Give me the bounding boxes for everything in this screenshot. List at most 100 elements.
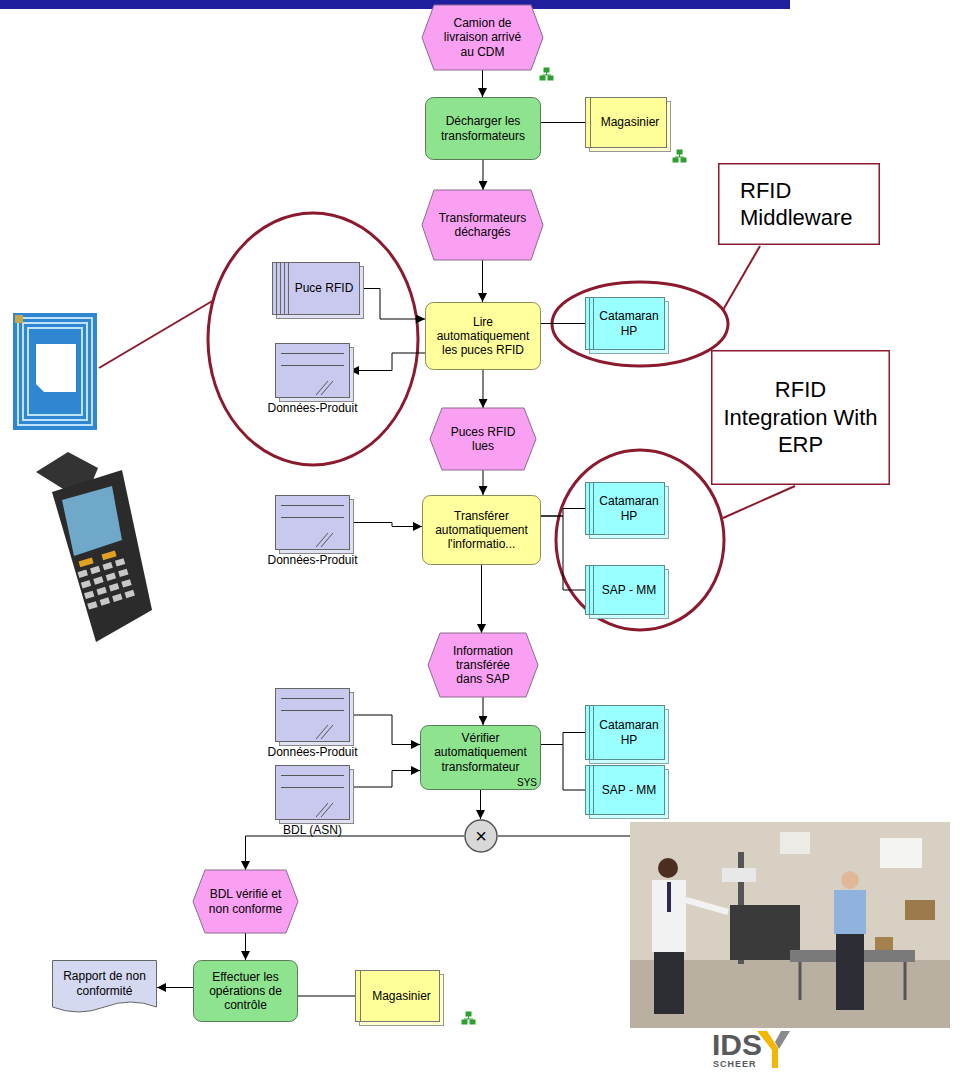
system-box-outline-part bbox=[589, 766, 590, 815]
connector bbox=[541, 509, 585, 517]
connector bbox=[350, 523, 422, 527]
demo-photo-part bbox=[686, 900, 728, 912]
chip-data-box-outline-part bbox=[280, 263, 281, 315]
company-logo-mark-part bbox=[775, 1031, 790, 1049]
connector bbox=[541, 733, 585, 745]
demo-photo-part bbox=[904, 962, 907, 1000]
function-box-outline-part bbox=[421, 726, 541, 790]
org-icons-part-part bbox=[542, 75, 551, 76]
role-box: Magasinier bbox=[355, 970, 440, 1022]
data-box-outline bbox=[275, 688, 350, 742]
node-label: RFID Integration With ERP bbox=[721, 376, 880, 459]
connector bbox=[246, 836, 465, 870]
node-label: SAP - MM bbox=[597, 783, 661, 797]
highlight-ellipses bbox=[208, 213, 728, 630]
node-label: Catamaran HP bbox=[597, 309, 661, 337]
rfid-scanner-image-part bbox=[75, 549, 135, 610]
data-box-outline bbox=[275, 343, 350, 398]
rfid-scanner-image-part bbox=[52, 470, 152, 642]
xor-branch-line-part bbox=[498, 836, 630, 837]
system-box-outline-part bbox=[589, 706, 590, 760]
event-hexagon-outline-part bbox=[430, 408, 536, 470]
node-label: Camion de livraison arrivé au CDM bbox=[436, 16, 529, 58]
org-icons-part-part bbox=[677, 150, 682, 154]
node-label: Rapport de non conformité bbox=[56, 969, 153, 997]
org-icons-part bbox=[462, 1012, 475, 1024]
role-box-outline-part bbox=[360, 971, 361, 1022]
event-hexagon: Puces RFID lues bbox=[430, 408, 536, 470]
system-box-outline-part bbox=[586, 483, 665, 535]
data-box-outline-part bbox=[276, 496, 350, 550]
rfid-scanner-image-part-part bbox=[84, 591, 94, 599]
node-label: Puce RFID bbox=[292, 281, 356, 295]
org-icons-part-part bbox=[544, 68, 549, 72]
connector bbox=[541, 122, 585, 123]
org-icons-part-part bbox=[673, 158, 678, 162]
data-box-outline-part bbox=[281, 365, 344, 366]
rfid-scanner-image-part-part bbox=[96, 587, 106, 595]
demo-photo-part bbox=[654, 952, 684, 1014]
data-box-outline-part bbox=[281, 775, 344, 776]
connector bbox=[350, 771, 420, 788]
rfid-scanner-image-part-part bbox=[112, 594, 122, 602]
data-box-outline-part bbox=[321, 381, 333, 395]
rfid-chip-image-part bbox=[15, 315, 23, 323]
function-box: Vérifier automatiquement transformateurS… bbox=[420, 725, 541, 790]
role-box: Magasinier bbox=[585, 97, 667, 148]
chip-data-box-outline-part bbox=[284, 263, 285, 315]
demo-photo-part bbox=[658, 858, 678, 878]
event-hexagon: Camion de livraison arrivé au CDM bbox=[422, 5, 543, 70]
org-icons-part-part bbox=[466, 1012, 471, 1016]
event-hexagon-outline-part bbox=[422, 190, 543, 260]
highlight-ellipses-part bbox=[556, 450, 724, 630]
logo-subtext: SCHEER bbox=[713, 1059, 757, 1069]
chip-data-box-outline-part bbox=[273, 263, 360, 315]
org-icons-part bbox=[540, 68, 553, 80]
node-label: Catamaran HP bbox=[597, 718, 661, 746]
org-icons-part-part bbox=[470, 1020, 475, 1024]
rfid-scanner-image-part-part bbox=[125, 590, 135, 598]
connector bbox=[482, 70, 483, 97]
node-label: Vérifier automatiquement transformateur bbox=[426, 731, 535, 773]
role-box-outline-part bbox=[356, 971, 440, 1022]
function-box: Effectuer les opérations de contrôle bbox=[193, 960, 298, 1022]
demo-photo-part bbox=[780, 832, 810, 854]
system-box-outline-part bbox=[589, 483, 590, 535]
node-label: Lire automatiquement les puces RFID bbox=[431, 315, 535, 357]
connector bbox=[483, 160, 484, 190]
org-icons-part-part bbox=[681, 158, 686, 162]
chip-data-box: Puce RFID bbox=[272, 262, 360, 315]
rfid-scanner-image-part-part bbox=[100, 597, 110, 605]
function-box-outline-part bbox=[423, 496, 541, 565]
connector bbox=[481, 565, 482, 633]
connector bbox=[483, 697, 484, 725]
demo-photo bbox=[630, 822, 950, 1028]
connector bbox=[360, 289, 425, 320]
node-label: BDL vérifié et non conforme bbox=[207, 887, 284, 915]
chip-data-box-outline-part bbox=[288, 263, 289, 315]
demo-photo-part bbox=[667, 882, 671, 912]
connector bbox=[350, 353, 425, 371]
rfid-chip-image bbox=[13, 313, 97, 430]
node-label: Effectuer les opérations de contrôle bbox=[199, 970, 292, 1012]
rfid-scanner-image-part-part bbox=[121, 579, 131, 587]
org-icons-part-part bbox=[548, 76, 553, 80]
demo-photo-part bbox=[875, 937, 893, 950]
connector bbox=[541, 745, 585, 791]
system-box-outline-part bbox=[593, 766, 594, 815]
data-box-outline-part bbox=[281, 710, 344, 711]
demo-photo-part bbox=[880, 838, 922, 868]
rfid-scanner-image-part-part bbox=[87, 601, 97, 609]
data-box-outline-part bbox=[316, 725, 328, 739]
event-hexagon-outline-part bbox=[193, 870, 298, 933]
rfid-chip-image-part bbox=[23, 323, 87, 420]
connector bbox=[541, 323, 585, 324]
demo-photo-part bbox=[630, 822, 950, 1028]
rfid-scanner-image-part-part bbox=[115, 558, 125, 566]
data-box-outline-part bbox=[281, 787, 344, 788]
data-box-outline-part bbox=[276, 689, 350, 742]
data-box-outline-part bbox=[281, 353, 344, 354]
demo-photo-part bbox=[722, 868, 756, 882]
demo-photo-part bbox=[905, 900, 935, 920]
leader-lines-part bbox=[99, 300, 214, 368]
